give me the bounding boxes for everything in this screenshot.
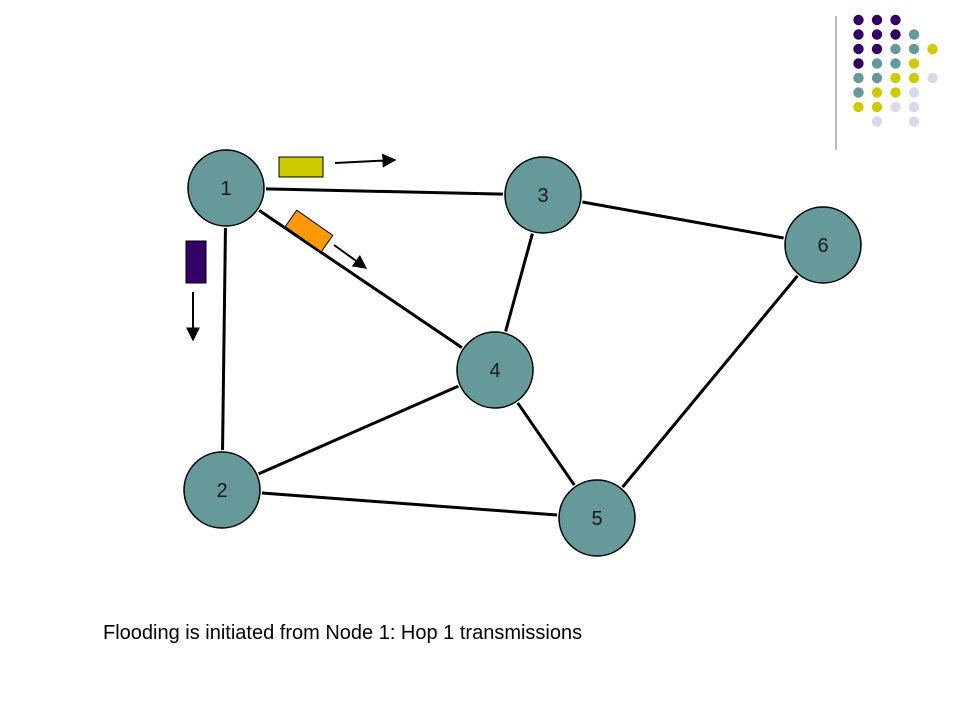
packet-to-node-4 bbox=[284, 209, 334, 253]
decor-dot bbox=[853, 101, 864, 113]
decor-dot bbox=[890, 43, 901, 55]
decor-dot bbox=[908, 87, 920, 98]
node-3-circle bbox=[504, 156, 582, 234]
node-1: 1 bbox=[187, 149, 265, 227]
decor-dot bbox=[890, 58, 901, 69]
edge-1-2 bbox=[221, 227, 227, 451]
node-3: 3 bbox=[504, 156, 582, 234]
node-4-label: 4 bbox=[489, 360, 500, 382]
decor-dot bbox=[890, 14, 901, 26]
packet-to-node-3 bbox=[278, 156, 324, 178]
packet-arrow-to-node-4 bbox=[333, 244, 368, 269]
decor-dot bbox=[908, 58, 920, 69]
node-5: 5 bbox=[558, 479, 636, 557]
edge-3-6 bbox=[582, 200, 784, 240]
graph-nodes: 1 2 3 4 5 6 bbox=[183, 149, 862, 557]
edge-2-5 bbox=[261, 491, 558, 517]
decor-dot bbox=[890, 101, 901, 113]
decor-dot bbox=[908, 43, 920, 55]
edge-2-4 bbox=[258, 384, 459, 476]
decor-dot bbox=[871, 116, 883, 127]
decor-dot bbox=[871, 87, 883, 98]
packet-transmissions bbox=[185, 153, 397, 342]
decor-dot bbox=[853, 43, 864, 55]
decor-dot bbox=[927, 43, 938, 55]
node-6: 6 bbox=[784, 206, 862, 284]
decor-dot bbox=[853, 87, 864, 98]
slide-caption: Flooding is initiated from Node 1: Hop 1… bbox=[103, 622, 583, 644]
edge-1-3 bbox=[265, 187, 504, 196]
node-6-circle bbox=[784, 206, 862, 284]
edge-5-6 bbox=[621, 274, 799, 489]
node-3-label: 3 bbox=[537, 185, 548, 207]
decor-dot bbox=[871, 72, 883, 84]
packet-to-node-2 bbox=[185, 240, 207, 284]
decor-dot bbox=[908, 29, 920, 40]
decor-dot bbox=[871, 43, 883, 55]
decor-dot bbox=[908, 72, 920, 84]
decor-dot bbox=[871, 101, 883, 113]
decor-dot bbox=[871, 58, 883, 69]
node-2-circle bbox=[183, 451, 261, 529]
node-1-circle bbox=[187, 149, 265, 227]
decor-dot bbox=[871, 14, 883, 26]
node-1-label: 1 bbox=[220, 178, 231, 200]
edge-1-4 bbox=[258, 209, 463, 349]
packet-arrow-to-node-3 bbox=[334, 153, 397, 168]
decor-dot bbox=[853, 58, 864, 69]
node-4: 4 bbox=[456, 331, 534, 409]
decor-dot bbox=[890, 29, 901, 40]
node-4-circle bbox=[456, 331, 534, 409]
decor-dot bbox=[890, 87, 901, 98]
decor-dot bbox=[853, 14, 864, 26]
decor-dot bbox=[853, 72, 864, 84]
node-5-circle bbox=[558, 479, 636, 557]
edge-3-4 bbox=[504, 233, 534, 332]
decor-dot bbox=[890, 72, 901, 84]
decor-dot bbox=[871, 29, 883, 40]
graph-edges bbox=[221, 187, 799, 517]
node-2: 2 bbox=[183, 451, 261, 529]
node-6-label: 6 bbox=[817, 235, 828, 257]
decor-dot bbox=[908, 116, 920, 127]
edge-4-5 bbox=[516, 402, 576, 486]
decor-dot bbox=[853, 29, 864, 40]
node-2-label: 2 bbox=[216, 480, 227, 502]
decor-dot bbox=[908, 101, 920, 113]
corner-dot-decoration bbox=[853, 14, 938, 127]
node-5-label: 5 bbox=[591, 508, 602, 530]
decor-dot bbox=[927, 72, 938, 84]
